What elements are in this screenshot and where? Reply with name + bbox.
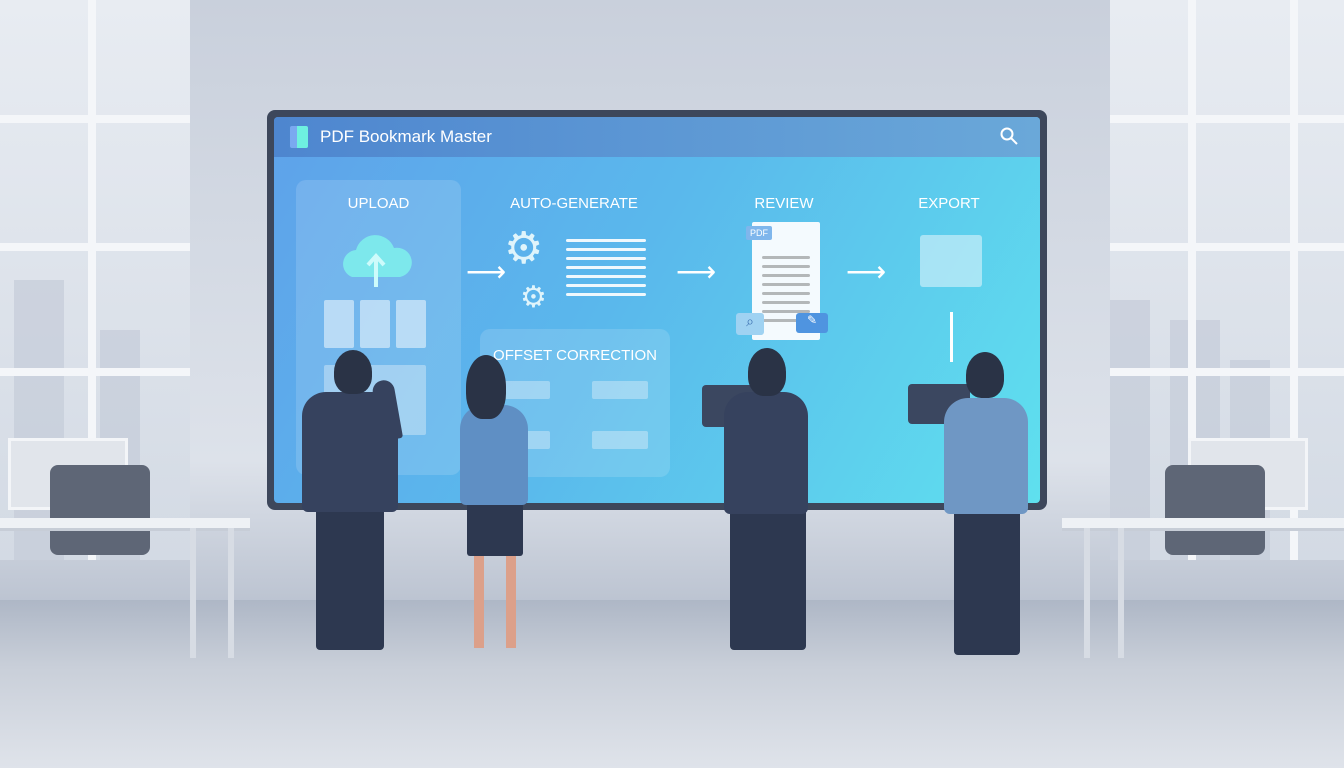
pdf-badge: PDF bbox=[746, 226, 772, 240]
folder-icon bbox=[920, 235, 982, 287]
arrow-up-icon bbox=[950, 312, 953, 362]
cloud-upload-icon bbox=[343, 235, 412, 287]
app-window: PDF Bookmark Master UPLOAD AUTO-GENERATE… bbox=[274, 117, 1040, 503]
step-offset-correction-label: OFFSET CORRECTION bbox=[493, 347, 657, 364]
app-logo-icon bbox=[290, 126, 308, 148]
step-auto-generate-label: AUTO-GENERATE bbox=[510, 195, 638, 212]
arrow-right-icon: ⟶ bbox=[466, 256, 507, 287]
document-icon bbox=[324, 300, 354, 348]
display-screen: PDF Bookmark Master UPLOAD AUTO-GENERATE… bbox=[267, 110, 1047, 510]
arrow-right-icon: ⟶ bbox=[846, 256, 887, 287]
document-icon bbox=[396, 300, 426, 348]
zoom-tool-icon[interactable]: ⌕ bbox=[736, 313, 764, 335]
search-icon[interactable] bbox=[1000, 127, 1018, 145]
step-export-label: EXPORT bbox=[918, 195, 980, 212]
step-upload-label: UPLOAD bbox=[347, 195, 410, 212]
gears-icon: ⚙⚙ bbox=[504, 224, 547, 315]
edit-tool-icon[interactable]: ✎ bbox=[796, 313, 828, 333]
arrow-right-icon: ⟶ bbox=[676, 256, 717, 287]
app-title: PDF Bookmark Master bbox=[320, 127, 492, 146]
floor bbox=[0, 600, 1344, 768]
document-icon bbox=[360, 300, 390, 348]
title-bar: PDF Bookmark Master bbox=[274, 117, 1040, 157]
step-review-label: REVIEW bbox=[754, 195, 814, 212]
generated-list bbox=[566, 233, 646, 302]
